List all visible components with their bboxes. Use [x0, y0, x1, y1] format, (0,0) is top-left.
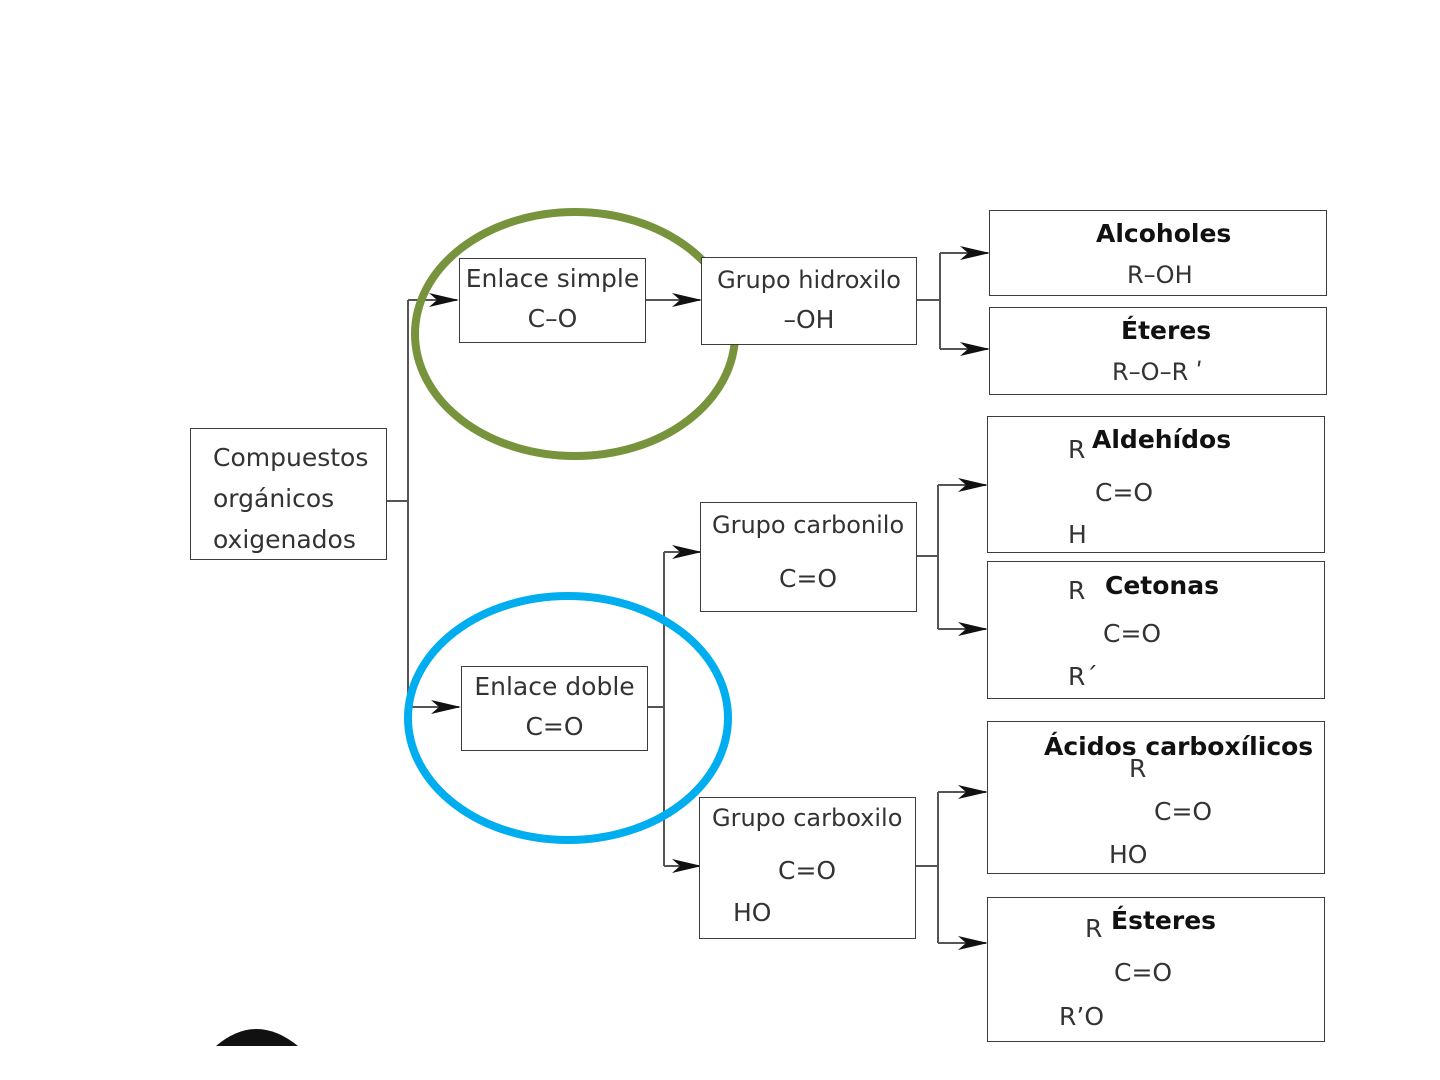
grupo-carboxilo-formula: C=O — [778, 856, 837, 885]
aldehidos-h: H — [1068, 520, 1087, 549]
blue-highlight-circle — [404, 592, 732, 844]
acidos-co: C=O — [1154, 797, 1213, 826]
alcoholes-name: Alcoholes — [1096, 219, 1232, 248]
box-grupo-carbonilo: Grupo carbonilo C=O — [700, 502, 917, 612]
enlace-simple-formula: C–O — [527, 304, 578, 333]
grupo-carboxilo-title: Grupo carboxilo — [712, 804, 903, 832]
aldehidos-name: Aldehídos — [1092, 425, 1232, 454]
cetonas-co: C=O — [1103, 619, 1162, 648]
root-line-1: Compuestos — [213, 443, 369, 472]
cetonas-r: R — [1068, 576, 1086, 605]
aldehidos-r: R — [1068, 435, 1086, 464]
acidos-r: R — [1129, 754, 1147, 783]
box-grupo-hidroxilo: Grupo hidroxilo –OH — [701, 257, 917, 345]
grupo-hidroxilo-formula: –OH — [783, 305, 835, 334]
acidos-name: Ácidos carboxílicos — [1044, 732, 1314, 761]
alcoholes-formula: R–OH — [1127, 261, 1193, 289]
box-esteres: R Ésteres C=O R’O — [987, 897, 1325, 1042]
acidos-ho: HO — [1109, 840, 1148, 869]
enlace-doble-title: Enlace doble — [474, 672, 635, 701]
grupo-carbonilo-formula: C=O — [779, 564, 838, 593]
root-line-3: oxigenados — [213, 525, 356, 554]
root-line-2: orgánicos — [213, 484, 335, 513]
grupo-carboxilo-substituent: HO — [733, 898, 772, 927]
aldehidos-co: C=O — [1095, 478, 1154, 507]
esteres-name: Ésteres — [1111, 906, 1217, 935]
esteres-r: R — [1085, 914, 1103, 943]
box-eteres: Éteres R–O–R ʹ — [989, 307, 1327, 395]
grupo-hidroxilo-title: Grupo hidroxilo — [717, 266, 901, 294]
esteres-ro: R’O — [1059, 1002, 1104, 1031]
eteres-name: Éteres — [1121, 316, 1212, 345]
box-enlace-simple: Enlace simple C–O — [459, 258, 646, 343]
enlace-doble-formula: C=O — [525, 712, 584, 741]
enlace-simple-title: Enlace simple — [465, 264, 640, 293]
eteres-formula: R–O–R ʹ — [1112, 358, 1203, 386]
box-aldehidos: R Aldehídos C=O H — [987, 416, 1325, 553]
box-enlace-doble: Enlace doble C=O — [461, 666, 648, 751]
root-box-compuestos: Compuestos orgánicos oxigenados — [190, 428, 387, 560]
box-grupo-carboxilo: Grupo carboxilo C=O HO — [699, 797, 916, 939]
box-alcoholes: Alcoholes R–OH — [989, 210, 1327, 296]
logo-fragment-icon — [216, 1029, 298, 1046]
box-acidos-carboxilicos: Ácidos carboxílicos R C=O HO — [987, 721, 1325, 874]
cetonas-r-prime: R´ — [1068, 662, 1098, 691]
cetonas-name: Cetonas — [1105, 571, 1219, 600]
esteres-co: C=O — [1114, 958, 1173, 987]
box-cetonas: R Cetonas C=O R´ — [987, 561, 1325, 699]
grupo-carbonilo-title: Grupo carbonilo — [712, 511, 905, 539]
